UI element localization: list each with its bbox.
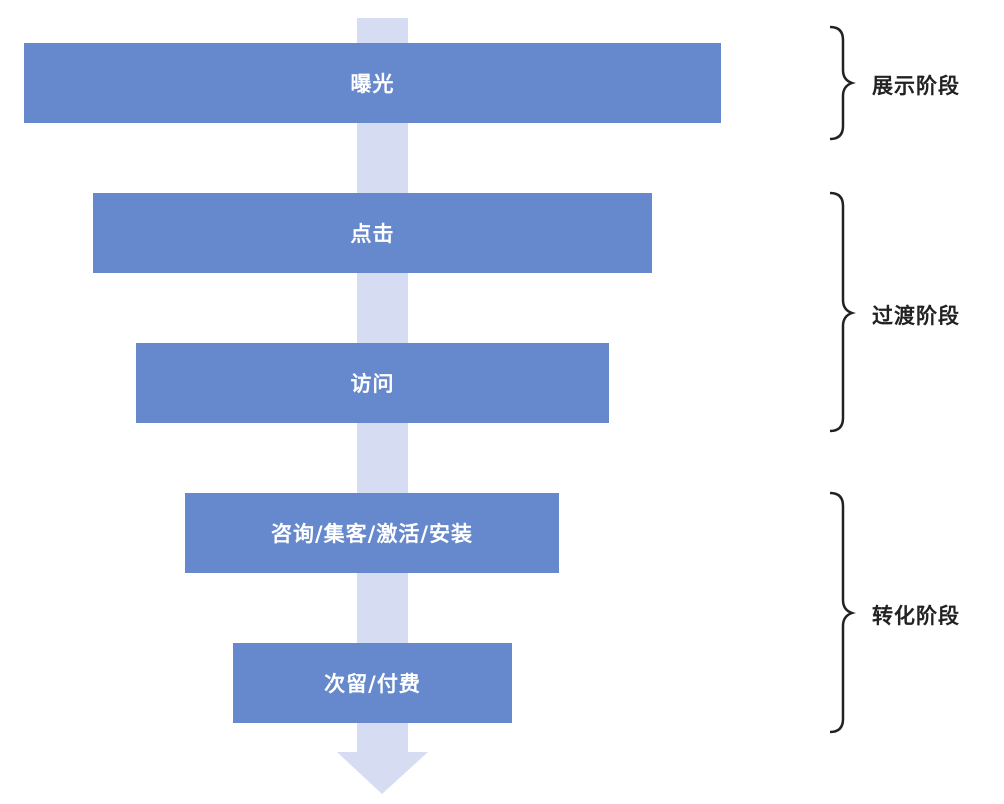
funnel-step-label: 曝光 bbox=[350, 72, 395, 96]
funnel-step-retention: 次留/付费 bbox=[233, 643, 512, 723]
funnel-step-label: 访问 bbox=[350, 372, 395, 396]
bracket-transition-stage bbox=[829, 191, 856, 433]
funnel-step-label: 点击 bbox=[350, 222, 395, 246]
funnel-step-exposure: 曝光 bbox=[24, 43, 721, 123]
stage-label-transition: 过渡阶段 bbox=[872, 304, 960, 328]
funnel-step-click: 点击 bbox=[93, 193, 652, 273]
stage-label-display: 展示阶段 bbox=[872, 74, 960, 98]
funnel-step-visit: 访问 bbox=[136, 343, 609, 423]
funnel-step-consult: 咨询/集客/激活/安装 bbox=[185, 493, 559, 573]
stage-label-conversion: 转化阶段 bbox=[872, 604, 960, 628]
funnel-step-label: 咨询/集客/激活/安装 bbox=[270, 522, 473, 546]
bracket-display-stage bbox=[829, 25, 856, 141]
bracket-conversion-stage bbox=[829, 491, 856, 734]
funnel-step-label: 次留/付费 bbox=[324, 672, 421, 696]
